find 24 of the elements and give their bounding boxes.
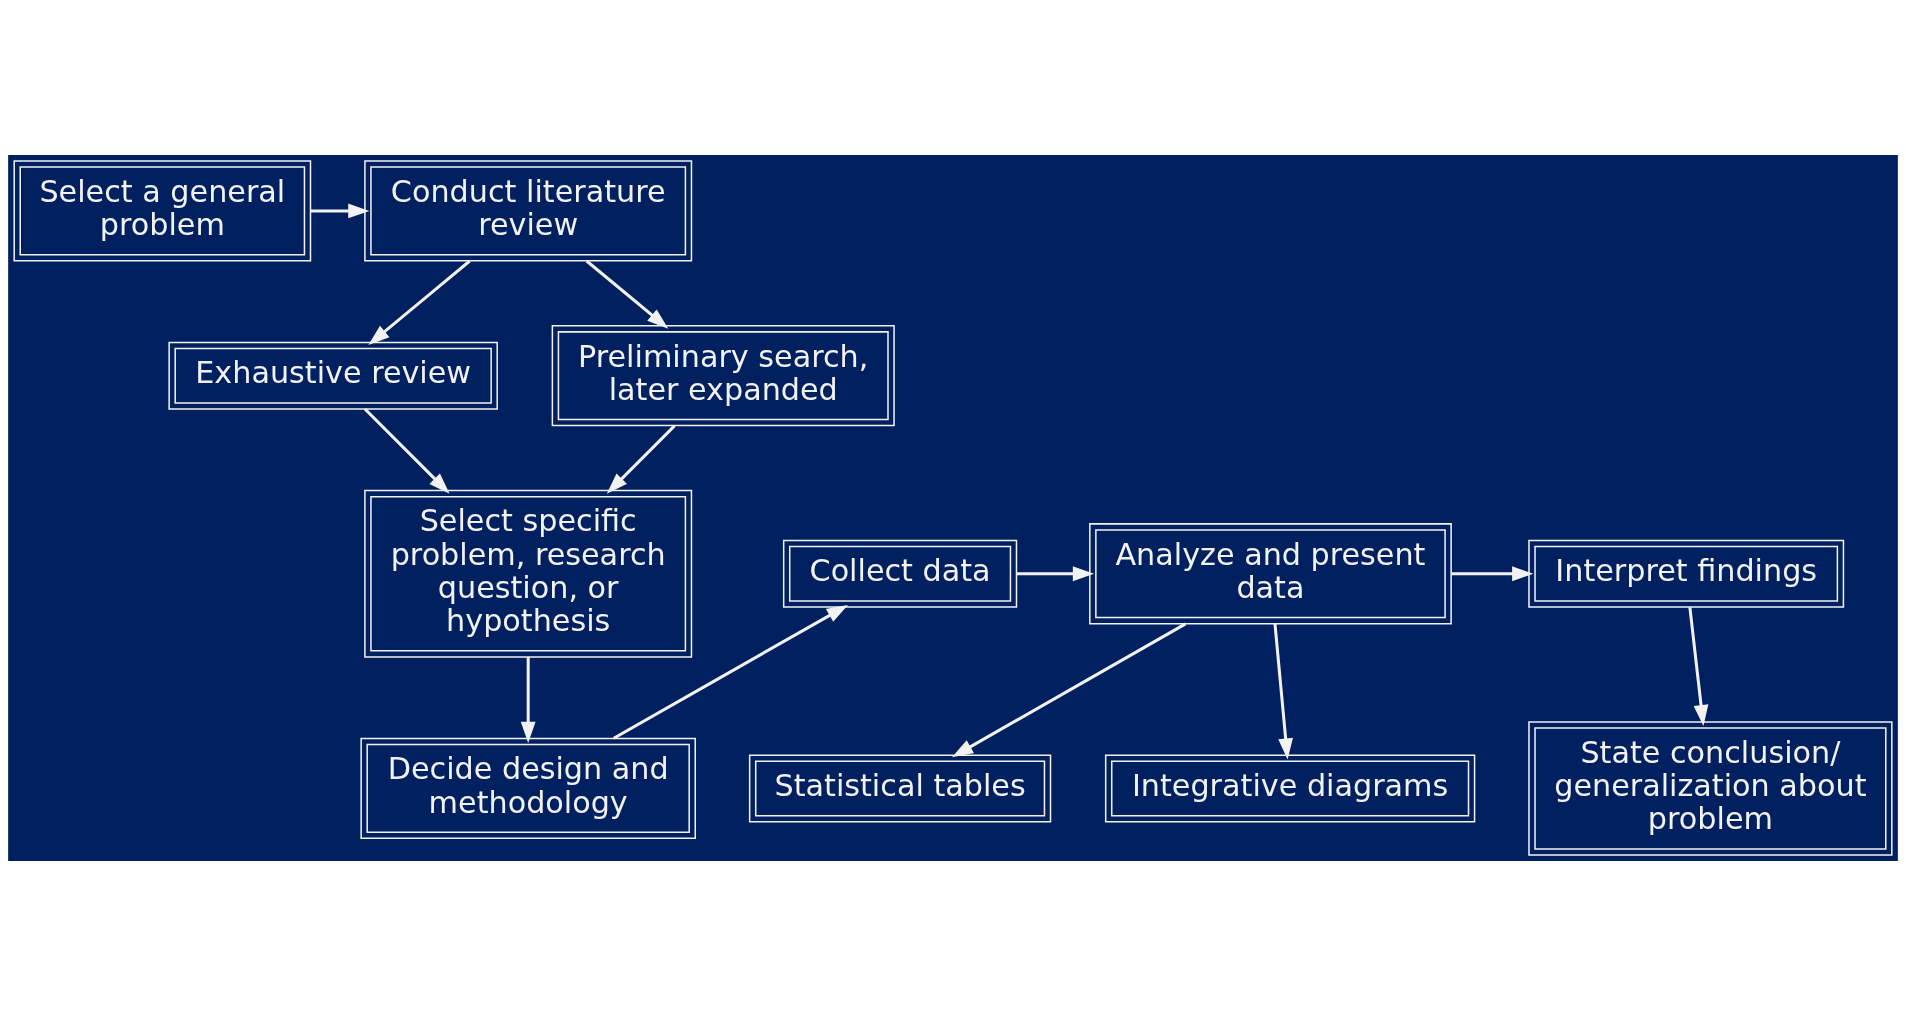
arrow — [951, 622, 1187, 758]
arrow — [585, 259, 669, 329]
arrow — [606, 424, 676, 494]
arrow — [520, 657, 536, 743]
node-box: Decide design and methodology — [360, 737, 696, 840]
arrow — [613, 604, 848, 740]
node-box: Integrative diagrams — [1104, 754, 1476, 823]
node-box: Select specific problem, research question, or hypothesis — [364, 489, 693, 658]
arrow — [310, 203, 370, 219]
arrow — [368, 259, 471, 345]
arrow — [1451, 566, 1534, 582]
node-box: Analyze and present data — [1089, 523, 1452, 625]
node-box: Interpret findings — [1528, 539, 1845, 608]
node-box: Select a general problem — [13, 160, 312, 262]
node-box: Preliminary search, later expanded — [551, 325, 895, 427]
arrow — [1273, 623, 1293, 760]
node-box: State conclusion/ generalization about problem — [1528, 721, 1893, 856]
node-box: Conduct literature review — [364, 160, 693, 262]
arrow — [1688, 607, 1709, 727]
arrow — [363, 407, 450, 494]
node-box: Statistical tables — [748, 754, 1052, 823]
node-box: Collect data — [782, 539, 1018, 608]
node-box: Exhaustive review — [168, 341, 498, 410]
arrow — [1016, 566, 1094, 582]
